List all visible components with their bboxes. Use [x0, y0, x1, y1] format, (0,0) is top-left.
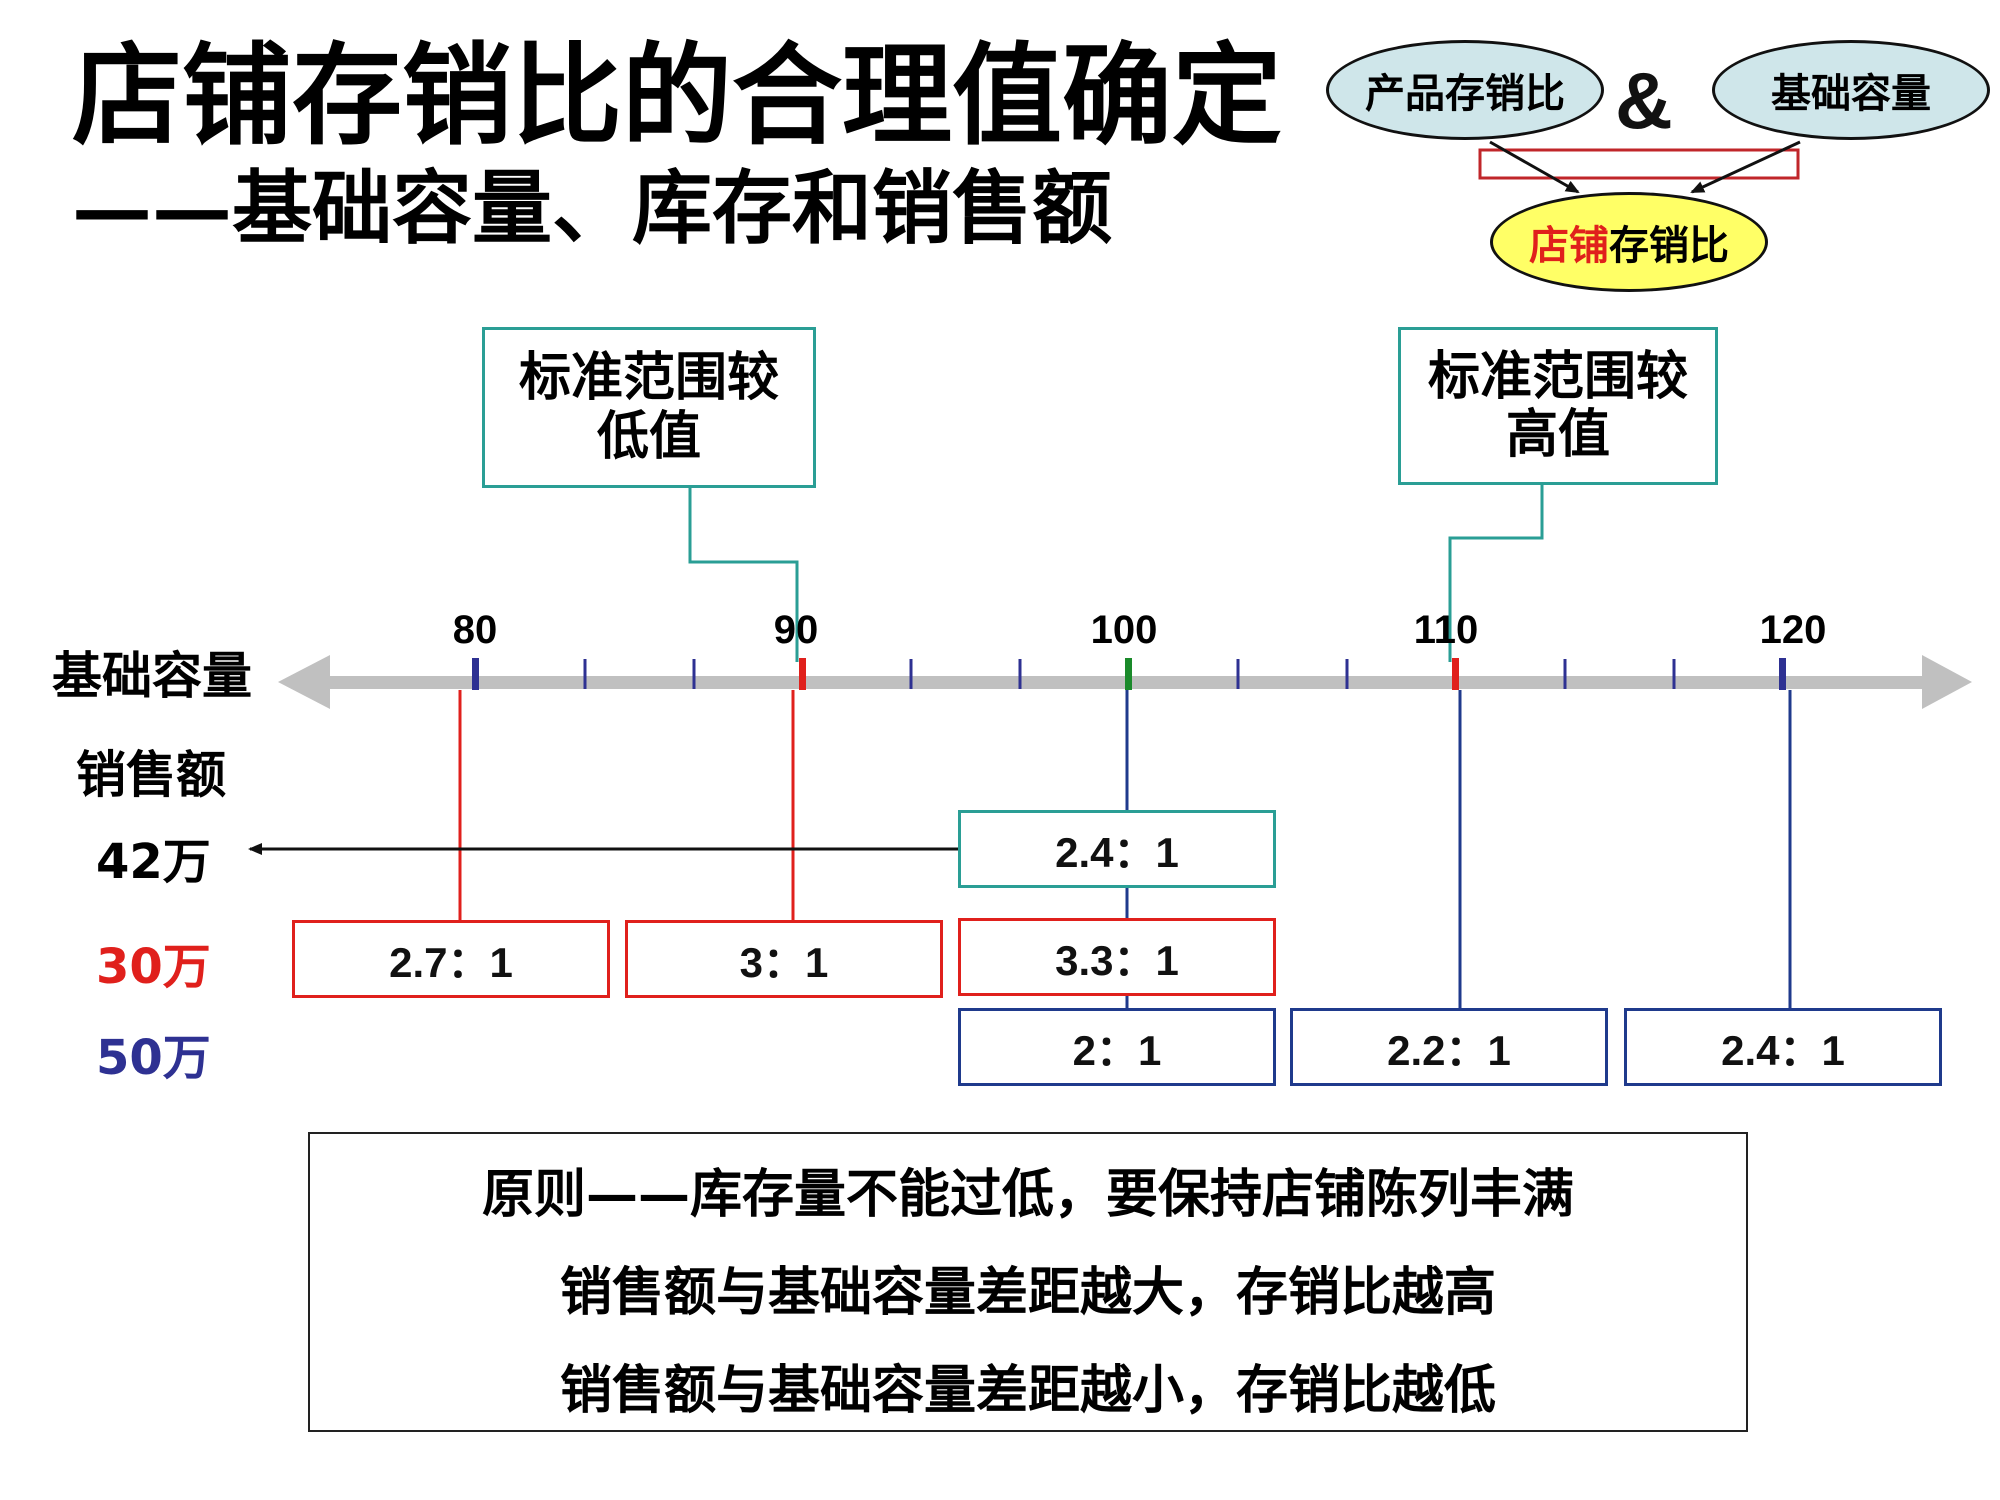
store-ratio-label-part1: 店铺 [1529, 222, 1609, 269]
ratio-box-30-90: 3：1 [625, 920, 943, 998]
ratio-box-50-100: 2：1 [958, 1008, 1276, 1086]
ratio-box-30-80: 2.7：1 [292, 920, 610, 998]
formula-bracket [1478, 148, 1800, 180]
sales-row-30: 30万 [96, 939, 211, 995]
callout-high-value: 标准范围较 高值 [1398, 327, 1718, 485]
principle-line-2: 销售额与基础容量差距越大，存销比越高 [559, 1262, 1496, 1323]
formula-arrow-right [1690, 140, 1801, 194]
tick-label-80: 80 [452, 608, 498, 652]
ratio-box-42-100: 2.4：1 [958, 810, 1276, 888]
formula-arrow-left [1489, 140, 1580, 194]
tick-label-90: 90 [773, 608, 819, 652]
ampersand: & [1615, 56, 1673, 145]
principle-line-1: 原则——库存量不能过低，要保持店铺陈列丰满 [481, 1164, 1574, 1225]
principle-line-3: 销售额与基础容量差距越小，存销比越低 [559, 1360, 1496, 1421]
tick-mark-80 [472, 658, 479, 690]
callout-low-connector [688, 488, 799, 662]
base-capacity-ellipse: 基础容量 [1712, 40, 1990, 140]
tick-mark-120 [1779, 658, 1786, 690]
axis-arrow-right [1922, 655, 1972, 709]
tick-mark-90 [799, 658, 806, 690]
sales-label: 销售额 [76, 745, 226, 804]
product-ratio-label: 产品存销比 [1365, 70, 1565, 117]
ratio-box-30-100: 3.3：1 [958, 918, 1276, 996]
store-ratio-label-part2: 存销比 [1609, 222, 1729, 269]
ratio-box-50-120: 2.4：1 [1624, 1008, 1942, 1086]
principles-box: 原则——库存量不能过低，要保持店铺陈列丰满 销售额与基础容量差距越大，存销比越高… [308, 1132, 1748, 1432]
product-ratio-ellipse: 产品存销比 [1326, 40, 1604, 140]
tick-label-110: 110 [1413, 608, 1479, 652]
base-capacity-label: 基础容量 [1771, 70, 1931, 117]
sales-row-42: 42万 [96, 834, 211, 890]
store-ratio-ellipse: 店铺存销比 [1490, 192, 1768, 292]
axis-label: 基础容量 [52, 646, 252, 705]
tick-mark-110 [1452, 658, 1459, 690]
ratio-box-50-110: 2.2：1 [1290, 1008, 1608, 1086]
tick-label-100: 100 [1090, 608, 1158, 652]
tick-label-120: 120 [1759, 608, 1827, 652]
callout-low-value: 标准范围较 低值 [482, 327, 816, 488]
axis-arrow-left [278, 655, 330, 709]
callout-high-connector [1448, 485, 1544, 662]
axis-minor-ticks [583, 659, 1676, 689]
sales-row-50: 50万 [96, 1030, 211, 1086]
page-title: 店铺存销比的合理值确定 [72, 31, 1282, 160]
tick-mark-100 [1125, 658, 1132, 690]
page-subtitle: ——基础容量、库存和销售额 [72, 161, 1112, 255]
